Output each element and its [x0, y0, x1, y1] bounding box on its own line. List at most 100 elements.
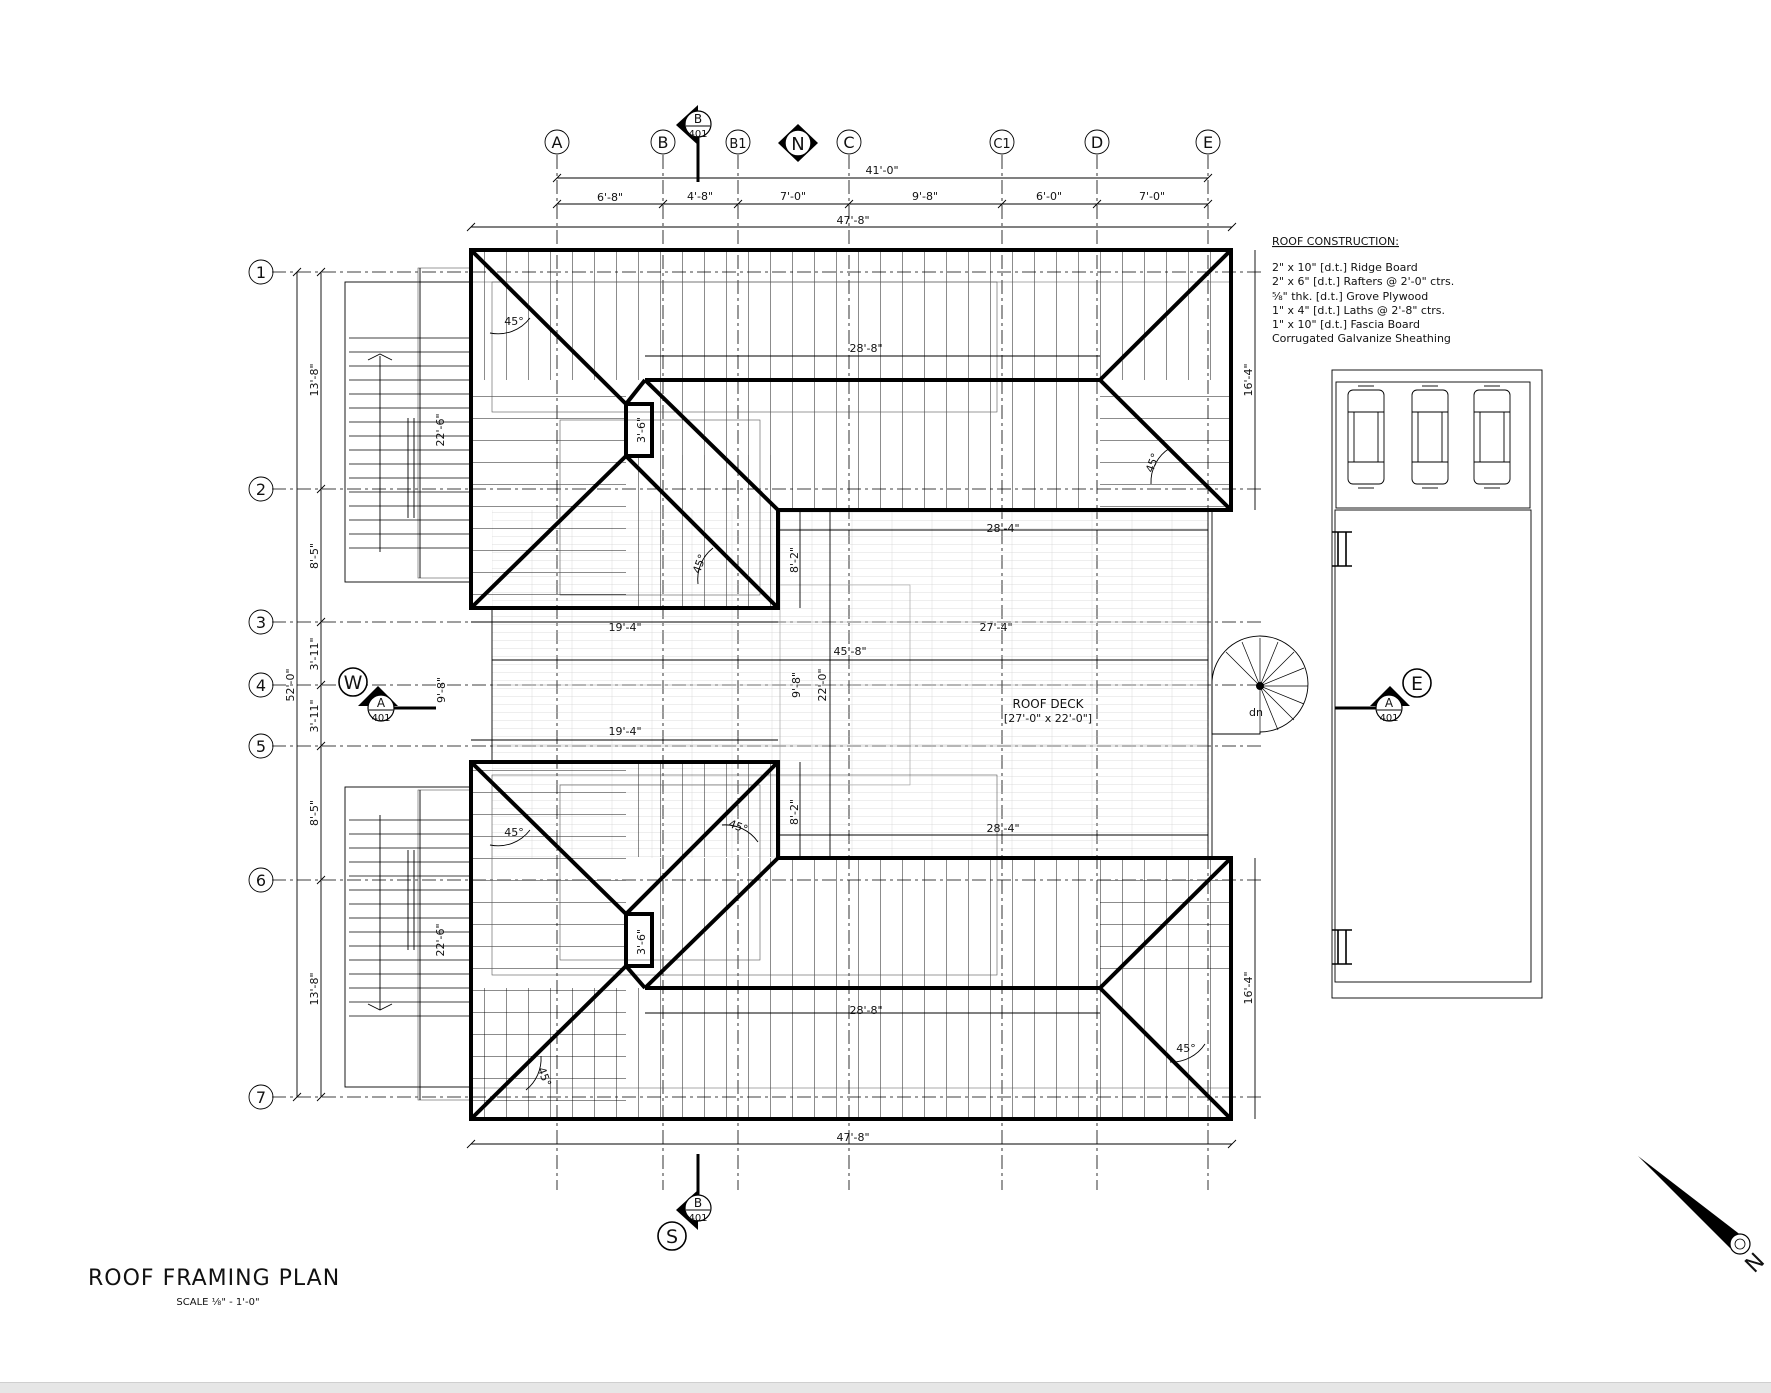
- svg-text:45°: 45°: [504, 315, 524, 328]
- svg-text:4: 4: [256, 676, 266, 695]
- grid-bubble-e: E: [1195, 129, 1221, 155]
- grid-bubble-d: D: [1084, 129, 1110, 155]
- svg-text:27'-4": 27'-4": [979, 621, 1012, 634]
- svg-text:22'-6": 22'-6": [434, 413, 447, 446]
- svg-text:9'-8": 9'-8": [912, 190, 938, 203]
- spiral-stair: dn: [1211, 635, 1309, 735]
- grid-bubble-a: A: [544, 129, 570, 155]
- svg-text:⅝" thk. [d.t.] Grove Plywood: ⅝" thk. [d.t.] Grove Plywood: [1272, 290, 1428, 303]
- svg-text:45°: 45°: [727, 817, 750, 836]
- north-marker: N: [778, 124, 818, 162]
- svg-text:401: 401: [371, 713, 390, 724]
- svg-text:A: A: [377, 696, 386, 710]
- svg-text:401: 401: [688, 129, 707, 140]
- grid-bubble-7: 7: [248, 1084, 274, 1110]
- svg-text:22'-6": 22'-6": [434, 923, 447, 956]
- inner-dimensions: 28'-8" 28'-8" 28'-4" 28'-4" 19'-4" 19'-4…: [471, 250, 1256, 1119]
- svg-text:16'-4": 16'-4": [1242, 363, 1255, 396]
- roof-construction-notes: ROOF CONSTRUCTION: 2" x 10" [d.t.] Ridge…: [1272, 235, 1454, 345]
- grid-bubble-6: 6: [248, 867, 274, 893]
- svg-text:2" x 10" [d.t.] Ridge Board: 2" x 10" [d.t.] Ridge Board: [1272, 261, 1418, 274]
- svg-text:52'-0": 52'-0": [284, 668, 297, 701]
- grid-bubble-c1: C1: [989, 129, 1015, 155]
- notes-heading: ROOF CONSTRUCTION:: [1272, 235, 1399, 248]
- grid-row-bubbles: 1 2 3 4 5 6 7: [248, 259, 274, 1110]
- svg-text:3'-6": 3'-6": [635, 417, 648, 443]
- grid-bubble-5: 5: [248, 733, 274, 759]
- drawing-title: ROOF FRAMING PLAN SCALE ⅛" - 1'-0": [88, 1266, 340, 1308]
- north-arrow-icon: N: [1638, 1156, 1770, 1278]
- svg-text:41'-0": 41'-0": [865, 164, 898, 177]
- svg-text:dn: dn: [1249, 706, 1263, 719]
- svg-text:401: 401: [1379, 713, 1398, 724]
- car-icon: [1473, 385, 1511, 489]
- svg-text:5: 5: [256, 737, 266, 756]
- svg-text:E: E: [1203, 133, 1213, 152]
- svg-text:7'-0": 7'-0": [1139, 190, 1165, 203]
- svg-text:45°: 45°: [504, 826, 524, 839]
- svg-text:3: 3: [256, 613, 266, 632]
- svg-text:45°: 45°: [1143, 451, 1162, 474]
- svg-text:19'-4": 19'-4": [608, 725, 641, 738]
- grid-column-bubbles: A B B1 C C1 D E: [544, 129, 1221, 155]
- svg-text:E: E: [1411, 673, 1423, 695]
- left-dimensions: 52'-0" 13'-8" 8'-5" 3'-11" 3'-11" 8'-5" …: [284, 267, 448, 1102]
- plan-title: ROOF FRAMING PLAN: [88, 1266, 340, 1291]
- section-marker-right: A 401 E: [1335, 668, 1432, 724]
- svg-text:28'-4": 28'-4": [986, 822, 1019, 835]
- svg-text:B: B: [658, 133, 669, 152]
- svg-text:ROOF DECK: ROOF DECK: [1012, 697, 1084, 711]
- svg-text:W: W: [344, 672, 363, 694]
- section-marker-left: W A 401: [338, 667, 436, 724]
- svg-text:19'-4": 19'-4": [608, 621, 641, 634]
- svg-text:3'-11": 3'-11": [308, 699, 321, 732]
- svg-text:8'-2": 8'-2": [788, 547, 801, 573]
- svg-text:B1: B1: [729, 137, 746, 152]
- svg-text:Corrugated Galvanize Sheathing: Corrugated Galvanize Sheathing: [1272, 332, 1451, 345]
- stair-top: 22'-6": [344, 267, 472, 583]
- svg-text:6: 6: [256, 871, 266, 890]
- svg-text:9'-8": 9'-8": [790, 672, 803, 698]
- svg-text:C1: C1: [993, 137, 1010, 152]
- svg-text:1" x 10" [d.t.] Fascia Board: 1" x 10" [d.t.] Fascia Board: [1272, 318, 1420, 331]
- svg-text:22'-0": 22'-0": [816, 668, 829, 701]
- svg-text:C: C: [843, 133, 854, 152]
- svg-text:B: B: [694, 112, 702, 126]
- svg-text:3'-11": 3'-11": [308, 637, 321, 670]
- svg-text:4'-8": 4'-8": [687, 190, 713, 203]
- svg-text:28'-8": 28'-8": [849, 342, 882, 355]
- grid-bubble-b: B: [650, 129, 676, 155]
- plan-scale: SCALE ⅛" - 1'-0": [176, 1297, 259, 1308]
- car-icon: [1347, 385, 1385, 489]
- svg-text:1" x 4" [d.t.] Laths @ 2'-8" c: 1" x 4" [d.t.] Laths @ 2'-8" ctrs.: [1272, 304, 1445, 317]
- grid-bubble-b1: B1: [725, 129, 751, 155]
- svg-text:6'-0": 6'-0": [1036, 190, 1062, 203]
- svg-text:28'-8": 28'-8": [849, 1004, 882, 1017]
- top-dimensions: 41'-0" 6'-8" 4'-8" 7'-0" 9'-8" 6'-0" 7'-…: [466, 164, 1237, 232]
- svg-text:8'-5": 8'-5": [308, 800, 321, 826]
- svg-text:47'-8": 47'-8": [836, 214, 869, 227]
- grid-bubble-3: 3: [248, 609, 274, 635]
- svg-text:6'-8": 6'-8": [597, 191, 623, 204]
- car-icon: [1411, 385, 1449, 489]
- svg-text:2" x 6" [d.t.] Rafters @ 2'-0": 2" x 6" [d.t.] Rafters @ 2'-0" ctrs.: [1272, 275, 1454, 288]
- svg-text:401: 401: [688, 1213, 707, 1224]
- svg-text:1: 1: [256, 263, 266, 282]
- angle-labels: 45° 45° 45° 45° 45° 45° 45°: [489, 315, 1206, 1091]
- section-marker-top: B 401: [676, 105, 712, 182]
- svg-text:D: D: [1091, 133, 1103, 152]
- svg-text:45'-8": 45'-8": [833, 645, 866, 658]
- svg-text:7'-0": 7'-0": [780, 190, 806, 203]
- svg-text:45°: 45°: [690, 552, 709, 575]
- svg-text:3'-6": 3'-6": [635, 929, 648, 955]
- svg-text:13'-8": 13'-8": [308, 972, 321, 1005]
- svg-text:[27'-0" x 22'-0"]: [27'-0" x 22'-0"]: [1004, 712, 1092, 725]
- svg-text:A: A: [552, 133, 563, 152]
- section-marker-bottom: B 401 S: [657, 1154, 712, 1251]
- svg-text:8'-5": 8'-5": [308, 543, 321, 569]
- parking-area: [1331, 369, 1543, 999]
- svg-text:2: 2: [256, 480, 266, 499]
- roof-outlines: [469, 248, 1233, 1121]
- svg-text:N: N: [791, 134, 804, 155]
